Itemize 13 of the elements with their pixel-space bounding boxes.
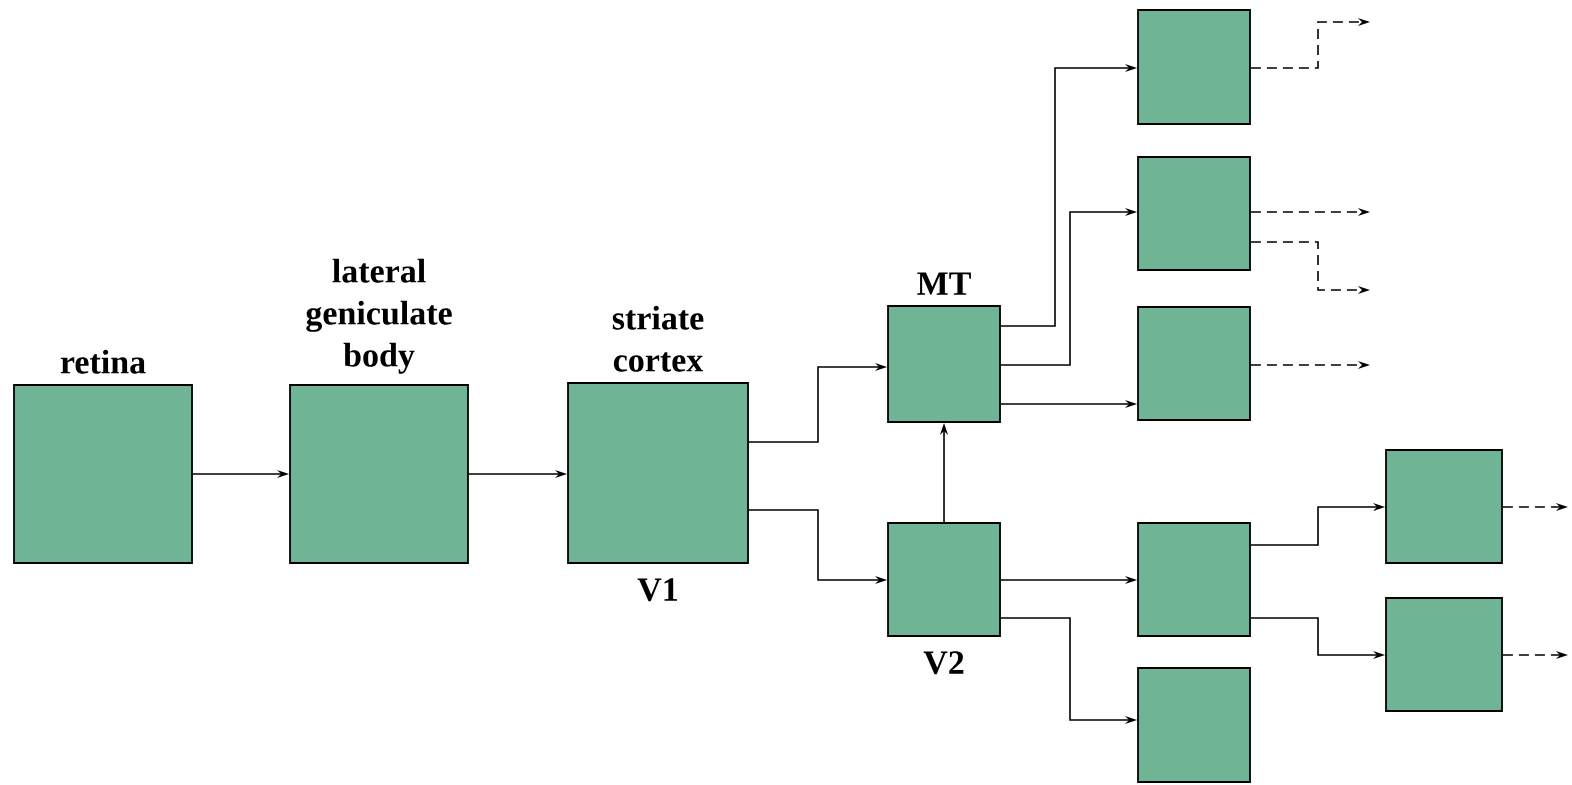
- area-label: V2: [923, 651, 964, 675]
- area-label: V1: [637, 578, 678, 602]
- area-box: [1137, 156, 1251, 271]
- area-label: striate cortex: [612, 305, 704, 372]
- area-box: [1137, 9, 1251, 125]
- area-box: [1137, 522, 1251, 637]
- area-label: lateral geniculate body: [306, 258, 452, 374]
- area-box: [1385, 449, 1503, 564]
- area-box: [1137, 306, 1251, 421]
- area-box: [1385, 597, 1503, 712]
- area-label: MT: [917, 272, 971, 295]
- area-label: retina: [60, 349, 146, 374]
- area-box: [1137, 667, 1251, 783]
